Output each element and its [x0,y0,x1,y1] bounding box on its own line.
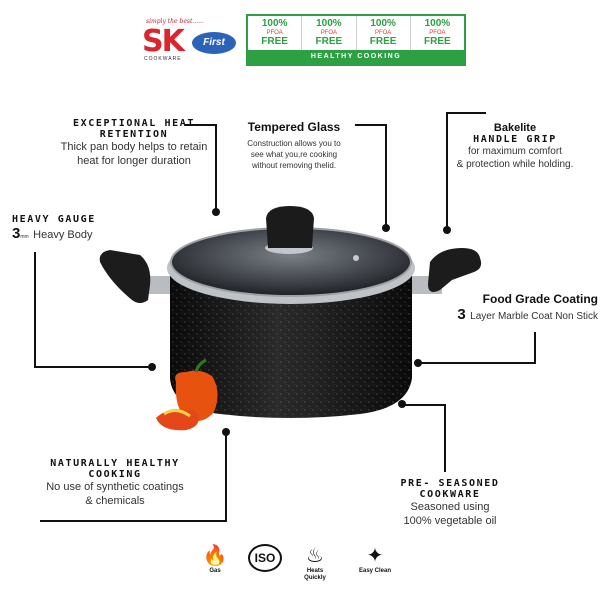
connector-dot [382,224,390,232]
connector-line [446,112,448,230]
feature-title: COOKWARE [419,489,481,500]
feature-title: Bakelite [493,122,537,134]
feature-icon-easy-clean: ✦ Easy Clean [350,544,400,575]
feature-pre-seasoned: PRE- SEASONED COOKWARE Seasoned using 10… [380,478,520,528]
feature-title: Food Grade Coating [482,292,598,306]
feature-text: without removing thelid. [251,161,337,170]
first-badge: First [192,32,236,54]
gauge-unit: mm [20,234,29,240]
feature-text: see what you,re cooking [250,150,338,159]
feature-title: RETENTION [99,129,169,140]
coating-number: 3 [457,306,466,323]
iso-icon: ISO [248,544,282,572]
feature-text: & protection while holding. [456,159,574,170]
feature-naturally-healthy: NATURALLY HEALTHY COOKING No use of synt… [20,458,210,508]
feature-icon-iso: ISO [240,544,290,572]
logo-tagline: simply the best...... [146,18,204,25]
connector-line [34,252,36,368]
bell-pepper-illustration [156,358,218,431]
connector-line [402,404,446,406]
brand-logo: simply the best...... SK COOKWARE First [140,18,240,64]
feature-text: 100% vegetable oil [403,515,497,527]
feature-text: Layer Marble Coat Non Stick [470,311,598,322]
logo-brand: SK [142,24,185,59]
feature-title: HEAVY GAUGE [12,214,96,225]
icon-caption: Easy Clean [358,568,392,574]
feature-title: EXCEPTIONAL HEAT [73,118,195,129]
feature-tempered-glass: Tempered Glass Construction allows you t… [234,120,354,171]
icon-caption: Quickly [304,575,326,581]
feature-food-grade-coating: Food Grade Coating 3 Layer Marble Coat N… [438,292,598,324]
feature-title: Tempered Glass [247,120,341,134]
feature-heat-retention: EXCEPTIONAL HEAT RETENTION Thick pan bod… [34,118,234,168]
connector-line [534,332,536,364]
feature-title: PRE- SEASONED [400,478,500,489]
connector-line [34,366,152,368]
connector-line [355,124,387,126]
easy-clean-icon: ✦ [366,545,384,567]
feature-title: HANDLE GRIP [473,134,557,145]
feature-text: Seasoned using [410,501,490,513]
feature-icon-gas: 🔥 Gas [190,544,240,575]
connector-dot [212,208,220,216]
feature-text: No use of synthetic coatings [46,481,184,493]
feature-text: for maximum comfort [468,146,562,157]
connector-line [215,124,217,212]
connector-line [385,124,387,228]
left-handle [99,250,176,303]
connector-dot [148,363,156,371]
connector-line [444,404,446,472]
feature-heavy-gauge: HEAVY GAUGE 3mm Heavy Body [12,214,172,243]
feature-text-row: 3mm Heavy Body [12,225,172,243]
connector-dot [398,400,406,408]
connector-line [418,362,536,364]
gauge-number: 3 [12,225,21,242]
feature-text: & chemicals [85,495,145,507]
healthy-cooking-bar: HEALTHY COOKING [248,50,464,64]
flame-icon: 🔥 [202,545,228,567]
connector-line [40,520,226,522]
connector-line [225,432,227,522]
logo-brand-sub: COOKWARE [144,56,182,62]
feature-title: COOKING [88,469,142,480]
feature-text: heat for longer duration [77,155,191,167]
lid-knob [266,206,314,248]
glass-lid [171,228,411,296]
feature-text: Heavy Body [33,229,93,241]
icon-caption: Gas [209,568,221,574]
right-handle [412,248,482,294]
feature-handle-grip: Bakelite HANDLE GRIP for maximum comfort… [450,122,580,171]
feature-icon-heats-quickly: ♨ Heats Quickly [290,544,340,582]
feature-text: Thick pan body helps to retain [60,141,208,153]
connector-dot [414,359,422,367]
feature-text-row: 3 Layer Marble Coat Non Stick [438,306,598,324]
icon-caption: Heats [306,568,324,574]
connector-line [446,112,486,114]
connector-dot [443,226,451,234]
heat-waves-icon: ♨ [306,545,324,567]
feature-title: NATURALLY HEALTHY [50,458,180,469]
connector-line [185,124,217,126]
feature-text: Construction allows you to [247,139,341,148]
connector-dot [222,428,230,436]
